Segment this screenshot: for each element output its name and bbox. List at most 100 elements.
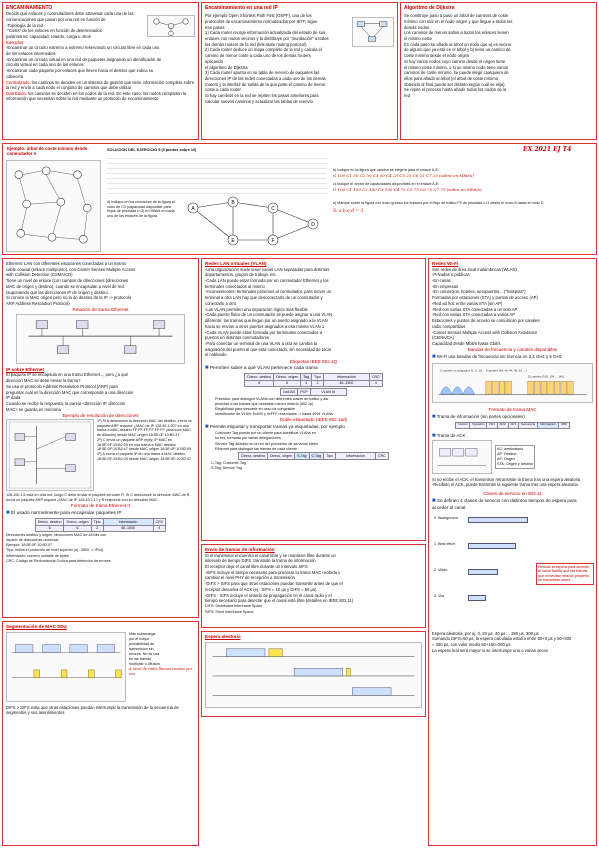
ip-lines: Por ejemplo Open Shortest Path First (OS… [205,13,394,104]
legend-item: AC: destinatario [497,446,524,451]
frame-heading: ■ El usado normalmente para encapsular p… [6,510,195,517]
text-line: el mismo coste mínimo, o si un mismo nod… [404,64,509,70]
qos-figure: 0. Background 1. Best effort 2. Video 3.… [432,513,594,631]
ethernet-network-figure [16,313,185,364]
frame-bytes: 2 [90,524,104,533]
text-line: -En empresas [432,283,459,289]
text-line: Tiene un nivel de enlace (con campos de … [6,278,129,284]
frame-field: Tipo [323,452,336,460]
dijkstra-lines: Se construye paso a paso un árbol de cam… [404,13,593,98]
text-line: (suponiendo que las direcciones IP de or… [6,289,109,295]
text-line: Más sobrecarga [129,631,156,636]
frame-field: Información [537,421,559,429]
text-line: tres pasos: [205,24,226,30]
exam-section: Ejemplo: árbol de coste mínimo desde con… [2,143,597,255]
text-line: direcciones IP de las redes conectadas a… [205,76,326,81]
graph-edge [192,207,234,241]
qos-class-label: 3. Voz [434,593,445,598]
text-line: cabecera [6,73,24,79]
figure-caption: Ejemplo de resolución de direcciones [62,412,139,418]
text-line: el cableado [205,352,227,358]
enc-intro: Decidir qué enlaces y conmutadores debe … [6,11,195,39]
stamp: EX 2021 EJ T4 [523,146,572,153]
band-label: 8 canales (36, 40, 44, 48, 52 ... ) [486,369,527,373]
envio-legend: DIFS: Distributed Interframe Space SIFS:… [205,604,422,614]
text-line: comunicaciones que pasan por una red en … [6,16,106,22]
section-title: ENCAMINAMIENTO [6,5,53,11]
text-line: Service Tag añadido en la red del provee… [215,441,319,446]
ack-note: Si no recibe el ACK, el transmisor retra… [432,476,581,482]
vlan-section: Redes LAN virtuales (VLAN) -Una organiza… [201,258,426,541]
graph-node-label: F [271,238,274,244]
wifi-frame-head-text: Trama de información (sin partes opciona… [436,413,525,419]
graph-node-label: E [231,238,235,244]
text-line: puertos en distintos conmutadores [205,335,270,341]
text-line: cable coaxial (enlace multipunto), con C… [6,266,136,272]
question-a: b) Indique en la figura qué camino se el… [333,168,439,172]
qos-class-label: 0. Background [434,515,458,520]
term-label: Distribuido: [6,90,27,96]
figure-caption: Etiquetas IEEE 802.1Q [289,358,338,364]
text-line: Estaciones y puntos de acceso se comunic… [432,318,540,324]
text-line: -DIFS > SIFS para que otras estaciones p… [205,581,343,587]
frame-field: Direcc. origen [266,452,296,460]
section-title: Encaminamiento en una red IP [205,5,278,11]
text-line: Los caminos de menos saltos a todos los … [404,30,509,36]
ospf-diagram [352,17,394,47]
text-line: Cuando se recibe la respuesta, la pareja… [6,400,126,406]
text-line: asignación del puerto al que está conect… [205,346,332,352]
frame-field: Secuencia [518,421,539,429]
tag-subfield: 0x8100 [280,388,299,396]
text-line: Formadas por estaciones (STA) y puntos d… [432,295,538,301]
text-line: errores. No se usa [129,652,160,657]
question-b: c) Indique el vector de capacidades disp… [333,182,440,187]
frame-field: Duración [469,421,488,429]
bullet-icon: ■ [205,365,209,372]
answer-b: G 100 C1 100 C2 100 C3 100 C4 75 C5 75 C… [333,186,482,192]
text-line: -Privadas o públicas [432,272,470,278]
frame-field: Información [335,452,376,460]
bullet-icon: ■ [432,497,436,504]
text-line: multicast o difusión [129,662,161,667]
ack-note2: -Recibido el ACK, puede transmitir la si… [432,481,578,487]
graph-edge [192,201,234,209]
text-line: Espera aleatoria, por ej. 0, 20 µs, 40 µ… [432,630,539,636]
arp-example: 1º) Si A desconoce la dirección MAC del … [6,419,195,492]
text-line: -Encaminar un circuito virtual en una re… [6,56,162,62]
exam-answers: b) Indique en la figura qué camino se el… [333,168,593,215]
envio-lines: Si el transmisor encuentra el canal libr… [205,553,422,604]
text-line: ellos para añadir al árbol (el árbol de … [404,76,499,81]
graph-node-label: B [231,200,235,206]
qinq-heading: ■ Permite etiquetar y transportar tramas… [205,424,422,431]
text-line: dirección MAC se debe enviar la trama? [6,378,81,384]
qos-row: 2. Video [434,567,534,593]
text-line: prioridad a las tramas que necesitan men… [215,401,314,406]
espera-section: Espera aleatoria [201,631,426,717]
text-line: -Cada puerto físico de un conmutador se … [205,312,333,318]
graph-node-label: D [311,222,315,228]
section-title: Envío de tramas de información [205,547,275,552]
text-line: MAC de origen y destino), cuando se enca… [6,283,124,289]
frame-bytes: 4 [368,379,383,388]
qos-end: Espera aleatoria, por ej. 0, 20 µs, 40 µ… [432,631,593,653]
frame-bytes: 6 [63,524,92,533]
arp-step: 2º) C envía un paquete ARP reply: IP MAC… [97,438,192,452]
solution-title: SOLUCIÓN DEL EJERCICIO 5 (3 puntos sobre… [107,148,197,152]
graph-node [227,196,239,208]
text-line: tiempo necesario para detectar que el ca… [205,598,354,604]
text-line: transmisión sin [129,646,154,651]
text-line: hacia se envían a otros puertos asignado… [205,323,325,329]
qos-note: Reducir la espera para acceder al canal … [536,562,594,585]
text-line: el mismo coste [404,35,432,41]
wifi-frame-table: Control Duración Dir1 Dir2 Dir3 Secuenci… [454,421,571,429]
qos-heading: ■ Se definen 4 clases de servicio con di… [432,498,593,511]
legend-item: SIFS: Short Interframe Space [205,609,254,614]
qos-row: 0. Background [434,515,534,541]
figure-caption: Formato de trama MAC [488,406,537,412]
ethernet-section: Ethernet: LAN con diferentes estaciones … [2,258,199,618]
text-line: aplicando [205,58,223,64]
bullet-icon: ■ [432,432,436,439]
text-line: terminal a otra LAN hay que desconectarl… [205,295,323,301]
text-line: intervalo de tiempo DIFS, transmite la t… [205,558,316,564]
text-line: receptor devuelva el ACK (ej.: SIFS = 10… [205,586,317,592]
